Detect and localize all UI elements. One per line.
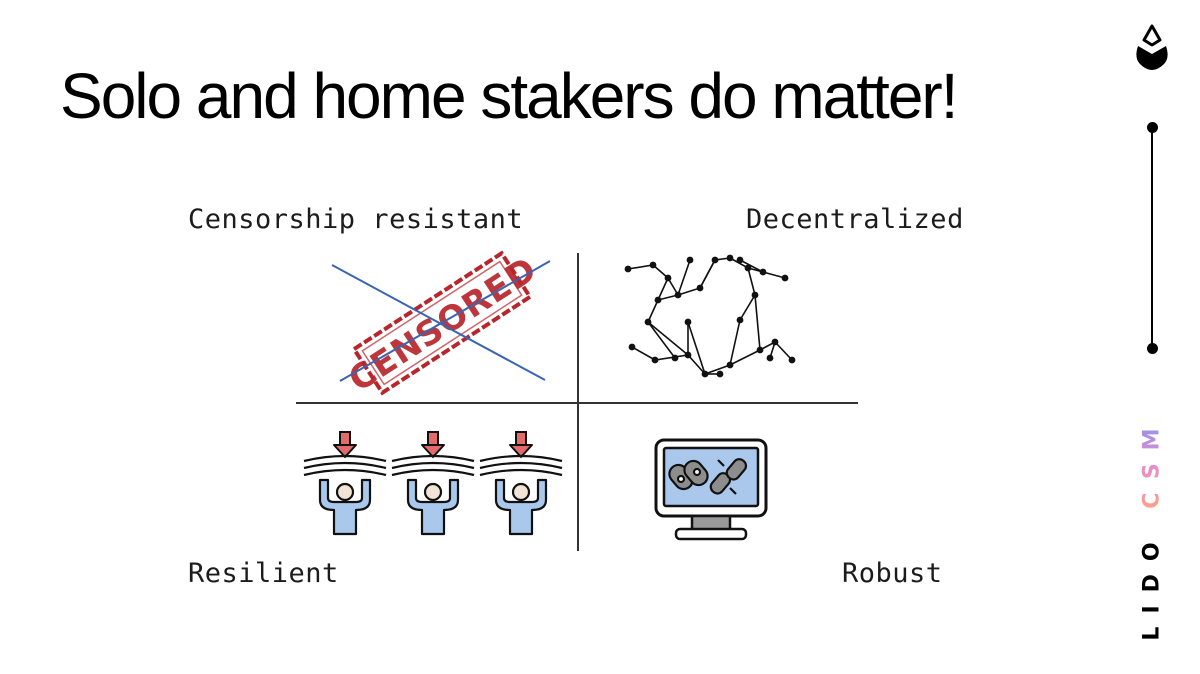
- slide-title: Solo and home stakers do matter!: [60, 60, 958, 132]
- label-resilient: Resilient: [188, 558, 339, 589]
- timeline-dot-top: [1147, 122, 1158, 133]
- person-holding-weight: [478, 430, 564, 536]
- broken-chain-link-icon: [709, 458, 748, 495]
- timeline-dot-bottom: [1147, 343, 1158, 354]
- label-censorship-resistant: Censorship resistant: [188, 204, 524, 235]
- cross-line: [331, 264, 546, 381]
- label-robust: Robust: [842, 558, 943, 589]
- quadrant-axis-horizontal: [296, 402, 858, 404]
- label-decentralized: Decentralized: [746, 204, 964, 235]
- chain-link-icon: [668, 459, 709, 491]
- person-holding-weight: [390, 430, 476, 536]
- censored-stamp-illustration: CENSORED: [331, 249, 551, 400]
- people-holding-weight-illustration: [302, 430, 564, 536]
- monitor-chain-illustration: [654, 438, 768, 541]
- person-holding-weight: [302, 430, 388, 536]
- brand-word-lido: LIDO: [1139, 529, 1165, 641]
- lido-droplet-icon: [1136, 24, 1168, 70]
- timeline-line: [1151, 128, 1153, 348]
- brand-word-csm: CSM: [1139, 415, 1165, 509]
- cross-line: [339, 260, 551, 382]
- network-graph-illustration: [624, 254, 796, 378]
- brand-wordmark: LIDO CSM: [1140, 415, 1165, 640]
